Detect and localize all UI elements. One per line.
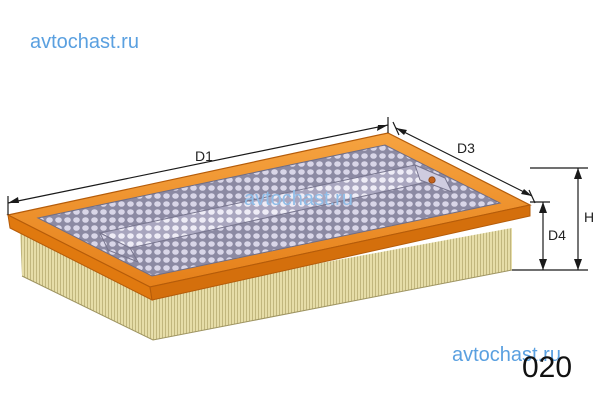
watermark-middle: avtochast.ru: [244, 188, 353, 210]
dimension-d1-label: D1: [195, 148, 213, 164]
part-code: 020: [522, 351, 573, 384]
watermark-bottom: avtochast.ru: [452, 344, 561, 366]
dimension-h: [512, 167, 588, 271]
ridge-hole: [428, 176, 436, 184]
filter-media-edge: [21, 269, 513, 341]
filter-media-side: [152, 228, 512, 340]
dimension-d3-label: D3: [457, 140, 475, 156]
watermark-top: avtochast.ru: [30, 31, 139, 53]
dimension-d1: [7, 117, 389, 215]
dimension-d4-label: D4: [548, 227, 566, 243]
dimension-d4: [530, 201, 550, 270]
filter-media-front: [20, 232, 153, 340]
dimension-d3: [392, 121, 536, 204]
filter-frame-side-lip: [149, 204, 531, 301]
dimension-h-label: H: [584, 209, 594, 225]
filter-ridge-face: [98, 231, 140, 263]
